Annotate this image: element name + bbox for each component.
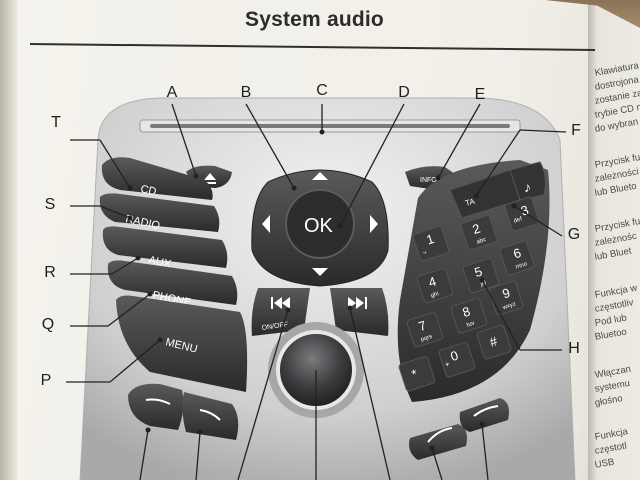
book-gutter	[0, 0, 18, 480]
key-4[interactable]: 4 ghi	[416, 268, 454, 304]
call-reject-icon	[145, 398, 171, 405]
key-digit: 8	[460, 304, 472, 321]
seek-forward-button[interactable]	[330, 288, 389, 336]
key-digit: 5	[472, 264, 484, 281]
music-note-icon: ♪	[524, 179, 531, 195]
key-hash[interactable]: #	[476, 324, 512, 360]
ok-button-label: OK	[304, 215, 334, 237]
key-letters: +	[444, 359, 452, 369]
call-accept-button[interactable]	[182, 392, 239, 440]
key-digit: 9	[500, 285, 512, 302]
key-digit: 7	[416, 318, 428, 335]
key-5[interactable]: 5 jkl	[462, 258, 500, 294]
music-button[interactable]: ♪	[509, 161, 546, 201]
key-digit: 1	[424, 231, 436, 248]
seek-forward-icon	[348, 297, 364, 309]
key-letters: jkl	[479, 281, 487, 289]
callout-a: A	[166, 84, 178, 101]
key-1[interactable]: 1 ␣	[412, 226, 450, 262]
call-end-button[interactable]	[409, 424, 467, 460]
arrow-right-icon[interactable]	[370, 215, 378, 233]
callout-b: B	[240, 84, 252, 101]
key-letters: abc	[476, 237, 487, 246]
key-2[interactable]: 2 abc	[460, 215, 498, 251]
key-digit: *	[410, 366, 419, 382]
page-title: System audio	[245, 8, 384, 31]
seek-back-button[interactable]: ON/OFF	[251, 288, 310, 336]
key-letters: pqrs	[420, 334, 433, 343]
bottom-left-buttons	[128, 383, 239, 440]
key-star[interactable]: *	[398, 356, 436, 392]
key-9[interactable]: 9 wxyz	[488, 280, 524, 316]
key-digit: 0	[448, 348, 460, 365]
on-off-label: ON/OFF	[261, 321, 288, 332]
bottom-right-buttons	[409, 398, 509, 460]
key-0[interactable]: 0 +	[438, 342, 476, 378]
key-letters: ␣	[422, 248, 427, 255]
ok-button[interactable]: OK	[285, 189, 355, 259]
callout-s: S	[44, 196, 56, 213]
key-digit: 2	[470, 221, 482, 238]
source-buttons: CD RADIO AUX PHONE MENU	[99, 157, 248, 393]
leader-dots	[127, 129, 517, 451]
navigation-pad: OK	[251, 169, 389, 287]
key-letters: mno	[515, 261, 529, 271]
key-digit: 3	[519, 202, 531, 219]
call-accept-icon	[199, 409, 221, 421]
callout-t: T	[51, 114, 61, 131]
key-letters: def	[513, 216, 523, 224]
callout-q: Q	[41, 316, 55, 333]
callout-e: E	[474, 86, 486, 103]
key-letters: tuv	[466, 320, 475, 328]
key-letters: wxyz	[501, 301, 516, 311]
call-reject-button[interactable]	[128, 383, 184, 430]
call-end-icon	[427, 427, 453, 443]
cd-button-label: CD	[139, 183, 157, 198]
call-start-icon	[473, 405, 499, 417]
key-letters: ghi	[430, 291, 439, 299]
menu-button[interactable]: MENU	[116, 295, 248, 393]
key-digit: 4	[426, 274, 438, 291]
callout-f: F	[571, 122, 581, 139]
callout-g: G	[567, 226, 581, 243]
ta-button-label: TA	[464, 197, 476, 208]
eject-icon	[204, 173, 216, 180]
callout-r: R	[44, 264, 56, 281]
key-6[interactable]: 6 mno	[499, 240, 535, 276]
info-button-label: INFO	[420, 177, 437, 184]
callout-h: H	[568, 340, 580, 357]
seek-back-icon	[274, 297, 290, 309]
callout-c: C	[316, 82, 328, 99]
adjacent-page: Klawiatura dostrojona zostanie za trybie…	[588, 0, 640, 480]
cd-slot	[139, 119, 521, 133]
callout-p: P	[40, 372, 52, 389]
arrow-left-icon[interactable]	[262, 215, 270, 233]
leader-lines	[66, 103, 567, 480]
key-8[interactable]: 8 tuv	[450, 298, 488, 334]
callout-d: D	[398, 84, 410, 101]
key-digit: 6	[511, 245, 523, 262]
key-7[interactable]: 7 pqrs	[406, 312, 444, 348]
arrow-up-icon[interactable]	[312, 172, 328, 180]
arrow-down-icon[interactable]	[312, 268, 328, 276]
